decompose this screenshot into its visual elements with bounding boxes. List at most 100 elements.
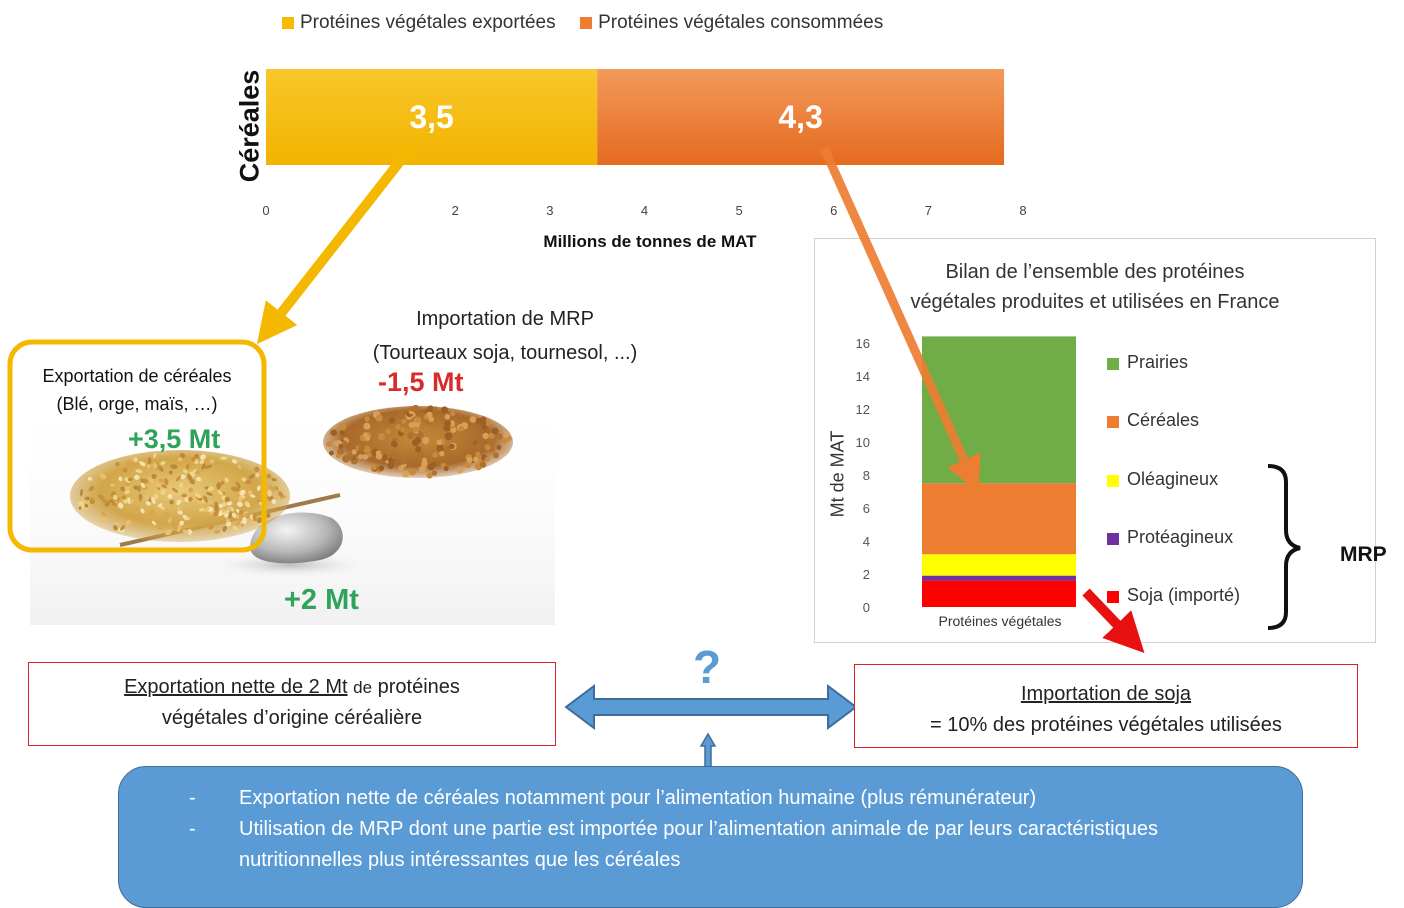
legend-swatch <box>1107 416 1119 428</box>
grain <box>100 473 106 480</box>
grain <box>226 505 232 511</box>
right-chart-title-line1: Bilan de l’ensemble des protéines <box>945 261 1245 283</box>
y-tick-label: 2 <box>863 567 870 582</box>
consumed-arrow <box>819 146 981 493</box>
bean <box>362 432 368 438</box>
grain <box>248 473 255 480</box>
grain <box>244 501 251 508</box>
grain <box>128 477 133 482</box>
grain <box>187 460 193 466</box>
grain <box>84 496 91 501</box>
grain <box>145 501 151 506</box>
legend-consumed: Protéines végétales consommées <box>580 12 883 33</box>
grain <box>254 466 260 473</box>
bean <box>503 431 510 438</box>
grain <box>168 470 173 475</box>
bean <box>387 462 395 470</box>
bean <box>415 446 422 453</box>
bean <box>362 454 369 460</box>
bean <box>466 456 473 463</box>
net-export-line2: végétales d’origine céréalière <box>161 707 423 729</box>
grain <box>164 512 169 517</box>
grain <box>188 487 194 493</box>
grain <box>182 484 188 488</box>
grain <box>245 479 252 485</box>
grain <box>158 478 164 483</box>
grain <box>252 514 257 522</box>
bean <box>448 443 455 450</box>
grain <box>226 501 233 506</box>
bean <box>338 443 344 449</box>
net-export-box: Exportation nette de 2 Mt de protéines v… <box>28 662 556 746</box>
grain <box>223 510 230 514</box>
grain <box>129 498 134 504</box>
bean <box>456 466 464 474</box>
bean <box>363 422 371 430</box>
y-tick-label: 12 <box>856 402 870 417</box>
bean <box>358 445 365 452</box>
stone-pivot <box>250 512 343 564</box>
grain <box>167 494 173 499</box>
grain <box>114 522 120 527</box>
grain <box>182 529 189 534</box>
net-value: +2 Mt <box>284 584 359 616</box>
grain <box>161 484 167 489</box>
grain <box>176 459 181 466</box>
conclusion-text: Exportation nette de céréales notamment … <box>239 787 1037 809</box>
grain <box>239 489 246 496</box>
grain <box>222 525 227 532</box>
bean <box>411 438 420 447</box>
bean <box>358 454 364 460</box>
grain <box>115 461 120 467</box>
bean <box>472 456 479 463</box>
conclusion-list: - Exportation nette de céréales notammen… <box>189 783 1269 876</box>
grain <box>247 490 253 495</box>
bean <box>431 470 438 476</box>
grain <box>249 494 256 498</box>
bean <box>421 457 428 463</box>
mrp-label: MRP <box>1340 543 1387 566</box>
conclusion-item: - Exportation nette de céréales notammen… <box>189 783 1269 814</box>
bean <box>400 458 407 465</box>
grain <box>79 488 83 497</box>
grain <box>226 521 232 527</box>
bean <box>458 425 465 432</box>
bean <box>400 427 406 433</box>
grain <box>118 476 123 482</box>
grain <box>113 494 118 501</box>
grain <box>208 500 213 505</box>
bean <box>436 439 443 446</box>
y-tick-label: 6 <box>863 501 870 516</box>
grain <box>134 474 140 480</box>
bullet-dash: - <box>189 818 196 840</box>
y-tick-label: 4 <box>863 534 870 549</box>
bean <box>407 432 415 440</box>
grain <box>230 507 235 512</box>
top-chart-legend: Protéines végétales exportées Protéines … <box>282 12 903 34</box>
grain <box>146 463 152 469</box>
import-title: Importation de MRP (Tourteaux soja, tour… <box>300 302 710 370</box>
grain <box>249 520 255 527</box>
grain <box>148 476 154 484</box>
grain <box>154 493 159 499</box>
bean <box>432 452 438 458</box>
grain <box>267 489 272 497</box>
grain <box>214 504 219 512</box>
grain <box>172 525 178 531</box>
bean <box>375 453 383 460</box>
grain <box>195 493 202 499</box>
question-mark: ? <box>693 641 722 693</box>
grain <box>81 502 85 510</box>
x-tick-label: 8 <box>1019 203 1026 218</box>
grain <box>187 473 193 481</box>
bean <box>391 453 398 460</box>
export-frame <box>7 339 267 553</box>
soy-arrow <box>1082 588 1145 653</box>
bean <box>443 465 449 472</box>
grain <box>138 493 143 501</box>
soy-import-box: Importation de soja = 10% des protéines … <box>854 664 1358 748</box>
x-tick-label: 4 <box>641 203 648 218</box>
grain <box>120 486 126 492</box>
grain <box>97 494 105 500</box>
